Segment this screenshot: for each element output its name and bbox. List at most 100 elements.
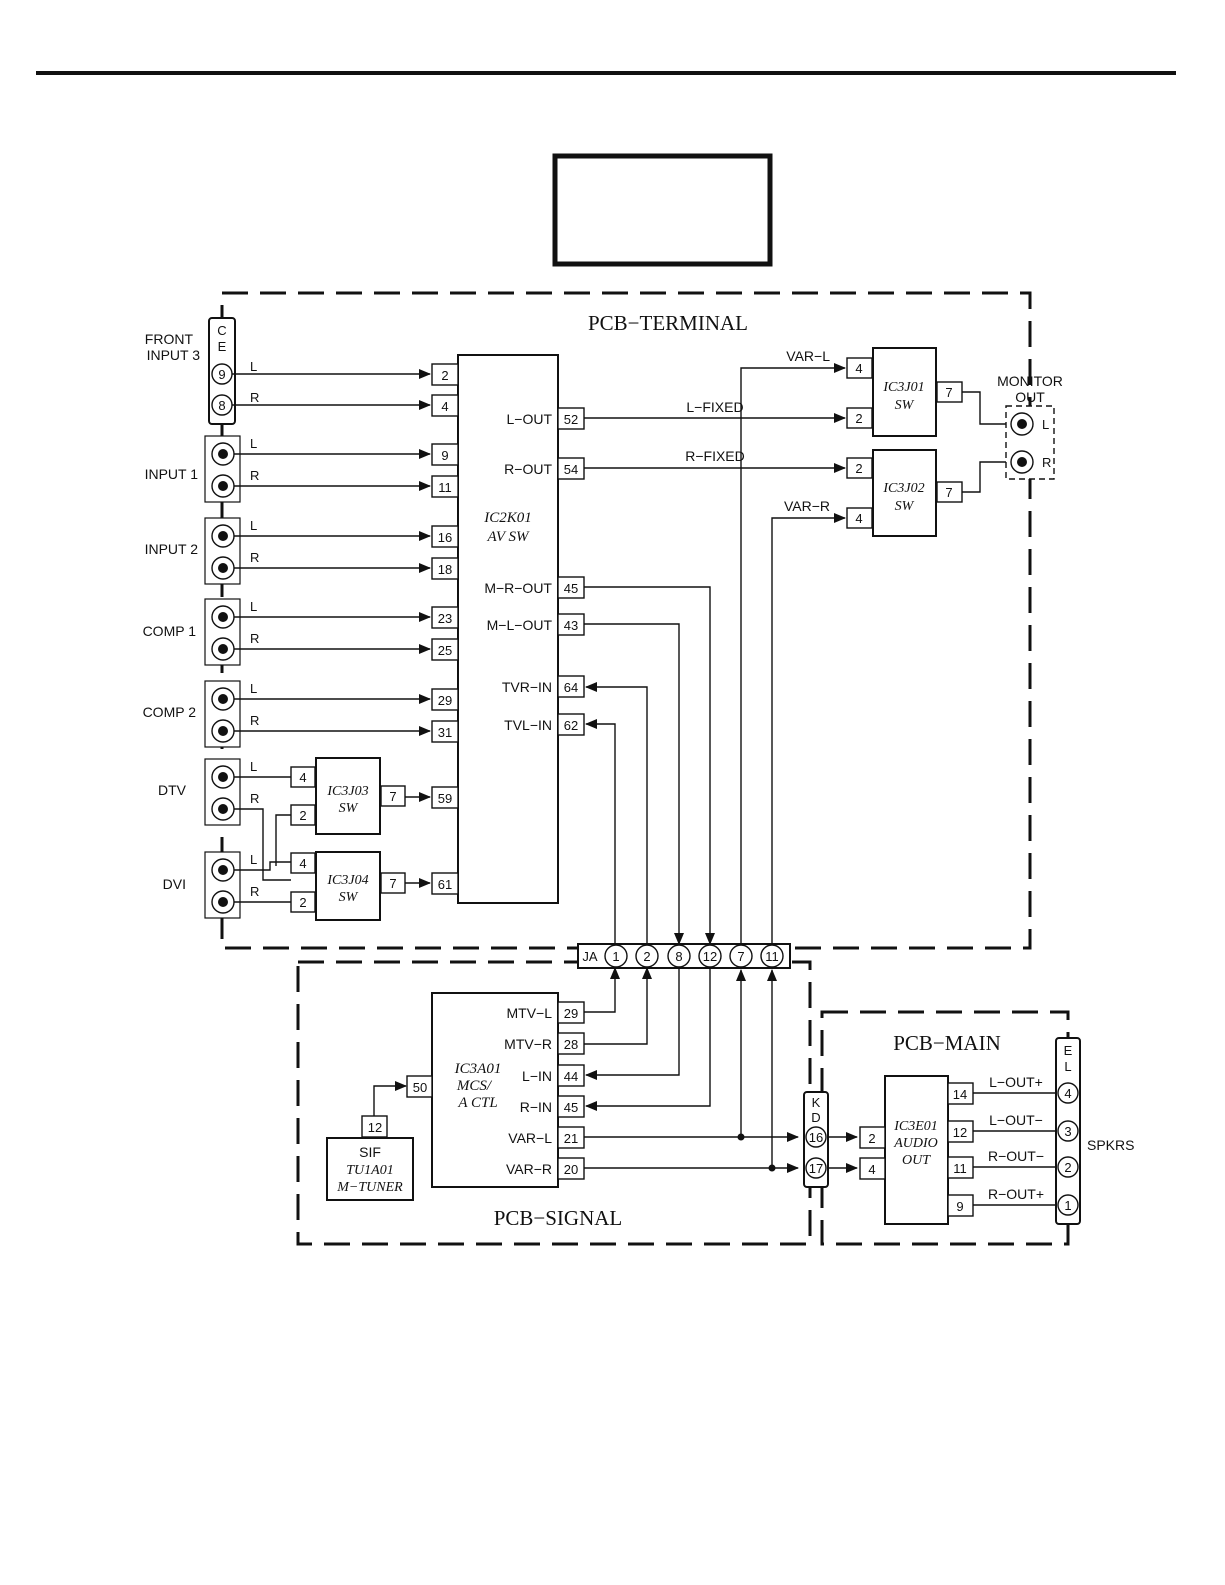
ic3j02-pin-2 — [846, 457, 873, 479]
ic3e01-pin-2 — [859, 1126, 886, 1149]
front-l-tag: L — [250, 359, 257, 374]
svg-text:52: 52 — [564, 412, 578, 427]
ic3e01-name: IC3E01 — [893, 1119, 938, 1134]
ic3a01-pin-50 — [406, 1075, 433, 1098]
svg-text:L−OUT: L−OUT — [506, 411, 552, 427]
svg-text:16: 16 — [809, 1130, 823, 1145]
var-r-label: VAR−R — [784, 498, 830, 514]
ic3j01-pin-2 — [846, 407, 873, 429]
svg-text:4: 4 — [299, 770, 306, 785]
svg-text:E: E — [1064, 1043, 1073, 1058]
svg-text:4: 4 — [441, 399, 448, 414]
svg-text:R−OUT: R−OUT — [504, 461, 552, 477]
input1-label: INPUT 1 — [145, 466, 199, 482]
tuner-sif: SIF — [359, 1144, 381, 1160]
svg-text:L: L — [250, 436, 257, 451]
ic3j04-pin-4 — [290, 852, 316, 874]
svg-text:62: 62 — [564, 718, 578, 733]
svg-text:45: 45 — [564, 1100, 578, 1115]
svg-text:MTV−L: MTV−L — [506, 1005, 552, 1021]
svg-text:44: 44 — [564, 1069, 578, 1084]
ic3j03-pin-2 — [290, 804, 316, 826]
svg-text:61: 61 — [438, 877, 452, 892]
input2-label: INPUT 2 — [145, 541, 199, 557]
svg-text:2: 2 — [299, 895, 306, 910]
svg-text:54: 54 — [564, 462, 578, 477]
svg-text:12: 12 — [368, 1120, 382, 1135]
svg-text:31: 31 — [438, 725, 452, 740]
svg-text:K: K — [812, 1095, 821, 1110]
svg-text:M−R−OUT: M−R−OUT — [484, 580, 552, 596]
svg-text:M−L−OUT: M−L−OUT — [487, 617, 553, 633]
tuner-box — [326, 1137, 414, 1201]
ic3j04-func: SW — [339, 890, 359, 905]
svg-text:4: 4 — [868, 1162, 875, 1177]
ic3e01-func2: OUT — [902, 1153, 931, 1168]
kd-pin-16 — [805, 1126, 827, 1148]
svg-text:9: 9 — [441, 448, 448, 463]
svg-text:R: R — [250, 884, 259, 899]
svg-text:R−IN: R−IN — [520, 1099, 552, 1115]
ic3a01-box — [431, 992, 559, 1188]
ic3j01-name: IC3J01 — [882, 380, 924, 395]
svg-text:R: R — [250, 791, 259, 806]
svg-text:20: 20 — [564, 1162, 578, 1177]
svg-text:14: 14 — [953, 1087, 967, 1102]
pcb-signal-label: PCB−SIGNAL — [494, 1206, 623, 1230]
ic3j03-name: IC3J03 — [326, 784, 368, 799]
svg-text:L−OUT+: L−OUT+ — [989, 1074, 1043, 1090]
svg-text:11: 11 — [438, 480, 452, 495]
svg-text:MTV−R: MTV−R — [504, 1036, 552, 1052]
ic3j01-box — [872, 347, 937, 437]
tuner-func: M−TUNER — [336, 1180, 403, 1195]
svg-text:28: 28 — [564, 1037, 578, 1052]
ic3j04-pin-7 — [380, 872, 406, 894]
svg-text:2: 2 — [1064, 1160, 1071, 1175]
front-r-tag: R — [250, 390, 259, 405]
svg-text:16: 16 — [438, 530, 452, 545]
ic2k01-func: AV SW — [486, 529, 530, 545]
pcb-terminal-label: PCB−TERMINAL — [588, 311, 748, 335]
svg-text:7: 7 — [945, 385, 952, 400]
svg-text:2: 2 — [855, 411, 862, 426]
svg-text:8: 8 — [675, 949, 682, 964]
ce-pin-8-label: 8 — [218, 398, 225, 413]
monitor-l-tag: L — [1042, 417, 1049, 432]
svg-text:50: 50 — [413, 1080, 427, 1095]
front-input-label-2: INPUT 3 — [147, 347, 201, 363]
ic3e01-output-pins: 14 12 11 9 — [947, 1082, 974, 1217]
svg-text:17: 17 — [809, 1161, 823, 1176]
svg-text:VAR−L: VAR−L — [508, 1130, 552, 1146]
ic3j01-func: SW — [895, 398, 915, 413]
svg-text:L: L — [250, 852, 257, 867]
input-wires — [234, 449, 431, 903]
ic3j03-func: SW — [339, 801, 359, 816]
ic3j02-box — [872, 449, 937, 537]
ic2k01-input-pins: 2 4 9 11 16 18 23 25 29 31 59 61 — [431, 363, 459, 895]
spkrs-label: SPKRS — [1087, 1137, 1134, 1153]
ic3j04-pin-2 — [290, 891, 316, 913]
svg-text:L: L — [250, 759, 257, 774]
svg-text:59: 59 — [438, 791, 452, 806]
svg-text:4: 4 — [1064, 1086, 1071, 1101]
r-fixed-label: R−FIXED — [685, 448, 745, 464]
tuner-name: TU1A01 — [346, 1163, 393, 1178]
svg-text:R−OUT+: R−OUT+ — [988, 1186, 1044, 1202]
ce-pin-9-label: 9 — [218, 367, 225, 382]
svg-text:29: 29 — [564, 1006, 578, 1021]
ce-letter-c: C — [217, 323, 226, 338]
svg-text:2: 2 — [855, 461, 862, 476]
ic3a01-name: IC3A01 — [454, 1061, 502, 1077]
comp1-label: COMP 1 — [143, 623, 197, 639]
svg-text:9: 9 — [956, 1199, 963, 1214]
svg-text:VAR−R: VAR−R — [506, 1161, 552, 1177]
svg-text:4: 4 — [299, 856, 306, 871]
svg-text:L−IN: L−IN — [522, 1068, 552, 1084]
svg-text:R−OUT−: R−OUT− — [988, 1148, 1044, 1164]
title-box — [552, 153, 773, 267]
svg-text:L: L — [250, 518, 257, 533]
svg-text:2: 2 — [441, 368, 448, 383]
ic3e01-func1: AUDIO — [893, 1136, 938, 1151]
var-l-label: VAR−L — [786, 348, 830, 364]
